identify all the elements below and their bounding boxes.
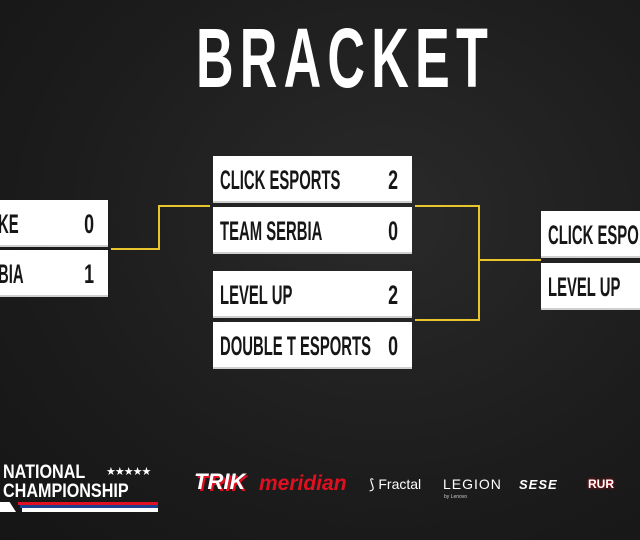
page-title: BRACKET: [196, 11, 495, 105]
flag-stripe-red: [18, 502, 158, 505]
logo-swoosh: [0, 502, 16, 512]
connector-line: [158, 205, 160, 250]
connector-line: [478, 259, 541, 261]
sponsor-trik-logo: TRIK: [194, 469, 246, 494]
sponsor-sese-logo: SESE: [519, 477, 558, 492]
connector-line: [415, 205, 480, 207]
championship-line2: CHAMPIONSHIP: [3, 481, 129, 502]
flag-stripe-blue: [20, 505, 158, 508]
match-row: CLICK ESPO: [541, 211, 640, 258]
sponsor-legion-logo: LEGION: [443, 476, 502, 492]
match-row: LEVEL UP: [541, 263, 640, 310]
sponsor-footer: NATIONAL ★★★★★ CHAMPIONSHIP TRIK meridia…: [0, 455, 640, 515]
flag-stripe-white: [22, 508, 158, 512]
championship-stars: ★★★★★: [106, 466, 151, 478]
championship-line1: NATIONAL: [3, 462, 86, 483]
sponsor-fractal-logo: ⟆ Fractal: [369, 476, 422, 492]
sponsor-meridian-logo: meridian: [259, 472, 347, 495]
connector-line: [111, 248, 160, 250]
connector-line: [158, 205, 210, 207]
sponsor-lenovo-text: by Lenovo: [444, 494, 468, 500]
connector-line: [415, 319, 480, 321]
sponsor-rur-logo: RUR: [588, 477, 614, 491]
connector-line: [478, 205, 480, 321]
